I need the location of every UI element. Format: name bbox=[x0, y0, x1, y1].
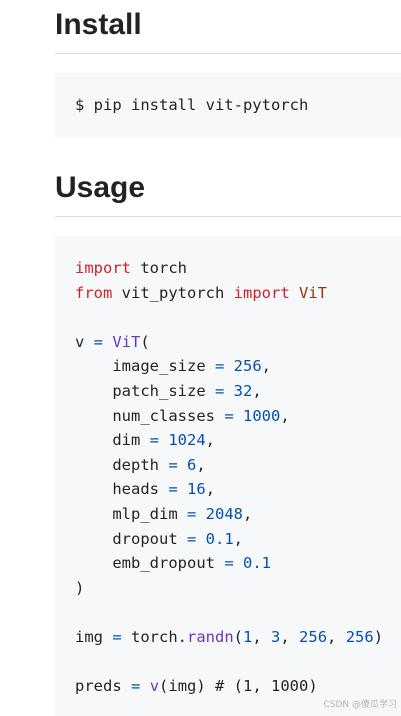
code-token: = bbox=[168, 480, 178, 499]
code-line: image_size = 256, bbox=[75, 354, 401, 379]
code-token: v bbox=[75, 332, 94, 351]
code-line: emb_dropout = 0.1 bbox=[75, 551, 401, 576]
code-line: patch_size = 32, bbox=[75, 379, 401, 404]
code-token: emb_dropout bbox=[75, 554, 225, 573]
install-code-block[interactable]: $ pip install vit-pytorch bbox=[55, 73, 401, 138]
code-token bbox=[196, 505, 205, 523]
code-token: 256 bbox=[233, 357, 262, 376]
code-token: heads bbox=[75, 480, 169, 499]
code-token: = bbox=[131, 677, 141, 696]
code-token bbox=[224, 382, 233, 400]
code-token: v bbox=[149, 677, 160, 696]
code-line: preds = v(img) # (1, 1000) bbox=[75, 674, 401, 699]
code-token: 16 bbox=[187, 480, 206, 499]
code-token: , bbox=[233, 529, 244, 548]
code-token: num_classes bbox=[75, 406, 225, 425]
code-token: preds bbox=[75, 677, 131, 696]
code-token bbox=[196, 530, 205, 548]
code-token: , bbox=[252, 627, 272, 646]
code-token: , bbox=[205, 480, 216, 499]
code-token bbox=[103, 333, 112, 351]
code-token bbox=[178, 456, 187, 474]
code-token: = bbox=[224, 406, 234, 425]
code-token: , bbox=[196, 455, 206, 474]
code-token: patch_size bbox=[75, 381, 215, 400]
code-token: 256 bbox=[299, 627, 328, 646]
code-line: num_classes = 1000, bbox=[75, 404, 401, 429]
code-token: , bbox=[327, 627, 346, 646]
code-token: = bbox=[214, 357, 225, 376]
code-token: depth bbox=[75, 455, 169, 474]
code-line: dropout = 0.1, bbox=[75, 527, 401, 552]
code-line: v = ViT( bbox=[75, 330, 401, 355]
code-token: = bbox=[214, 381, 225, 400]
code-token: ) bbox=[373, 627, 384, 646]
code-token: , bbox=[243, 504, 253, 523]
code-token: import bbox=[75, 259, 131, 277]
code-token: from bbox=[75, 283, 113, 302]
code-token: 1024 bbox=[168, 431, 206, 450]
code-token: = bbox=[93, 332, 104, 351]
install-heading: Install bbox=[55, 7, 401, 54]
code-token: ViT bbox=[299, 283, 327, 302]
code-token: , bbox=[280, 406, 290, 425]
code-token: import bbox=[233, 283, 290, 302]
code-token: , bbox=[261, 357, 272, 376]
code-line bbox=[75, 650, 401, 675]
code-token: img bbox=[75, 627, 113, 646]
code-line: depth = 6, bbox=[75, 453, 401, 478]
code-token bbox=[224, 357, 233, 375]
code-token bbox=[178, 480, 187, 498]
code-token: torch bbox=[131, 259, 187, 277]
code-token: ViT bbox=[112, 332, 141, 351]
code-token: = bbox=[168, 455, 178, 474]
code-token: ) bbox=[75, 578, 85, 597]
code-token bbox=[290, 284, 299, 302]
code-token: 1000 bbox=[243, 406, 281, 425]
code-line bbox=[75, 305, 401, 330]
code-token: torch. bbox=[121, 627, 187, 646]
usage-heading: Usage bbox=[55, 170, 401, 217]
code-token: 32 bbox=[233, 381, 253, 400]
csdn-watermark: CSDN @傻瓜学习 bbox=[323, 700, 397, 710]
code-token: vit_pytorch bbox=[112, 283, 234, 302]
code-line: img = torch.randn(1, 3, 256, 256) bbox=[75, 625, 401, 650]
code-token: mlp_dim bbox=[75, 504, 187, 523]
code-token: 2048 bbox=[205, 504, 243, 523]
code-line: import torch bbox=[75, 256, 401, 281]
code-token: , bbox=[252, 381, 262, 400]
code-token: = bbox=[224, 554, 234, 573]
code-line bbox=[75, 600, 401, 625]
code-token bbox=[140, 677, 149, 695]
code-line: heads = 16, bbox=[75, 477, 401, 502]
code-token: 0.1 bbox=[243, 554, 271, 573]
code-token: = bbox=[112, 627, 122, 646]
code-token bbox=[234, 407, 243, 425]
code-token: = bbox=[149, 431, 159, 450]
code-token: ( bbox=[233, 627, 244, 646]
code-line: mlp_dim = 2048, bbox=[75, 502, 401, 527]
code-token: dropout bbox=[75, 529, 187, 548]
code-token: 1 bbox=[243, 627, 253, 646]
code-token: , bbox=[205, 431, 216, 450]
code-token: randn bbox=[187, 627, 234, 646]
code-token: (img) # (1, 1000) bbox=[159, 677, 318, 696]
code-token: 6 bbox=[187, 455, 197, 474]
code-token: dim bbox=[75, 431, 150, 450]
code-line: dim = 1024, bbox=[75, 428, 401, 453]
code-token: 3 bbox=[271, 627, 281, 646]
code-token: 0.1 bbox=[205, 529, 234, 548]
code-token bbox=[159, 431, 168, 449]
code-token: image_size bbox=[75, 357, 215, 376]
code-token: 256 bbox=[345, 627, 374, 646]
code-token: ( bbox=[140, 332, 150, 351]
install-command: $ pip install vit-pytorch bbox=[75, 96, 309, 114]
code-token: = bbox=[186, 504, 197, 523]
code-token bbox=[234, 554, 243, 572]
code-token: = bbox=[186, 529, 197, 548]
code-line: from vit_pytorch import ViT bbox=[75, 281, 401, 306]
code-line: ) bbox=[75, 576, 401, 601]
code-token: , bbox=[280, 627, 300, 646]
